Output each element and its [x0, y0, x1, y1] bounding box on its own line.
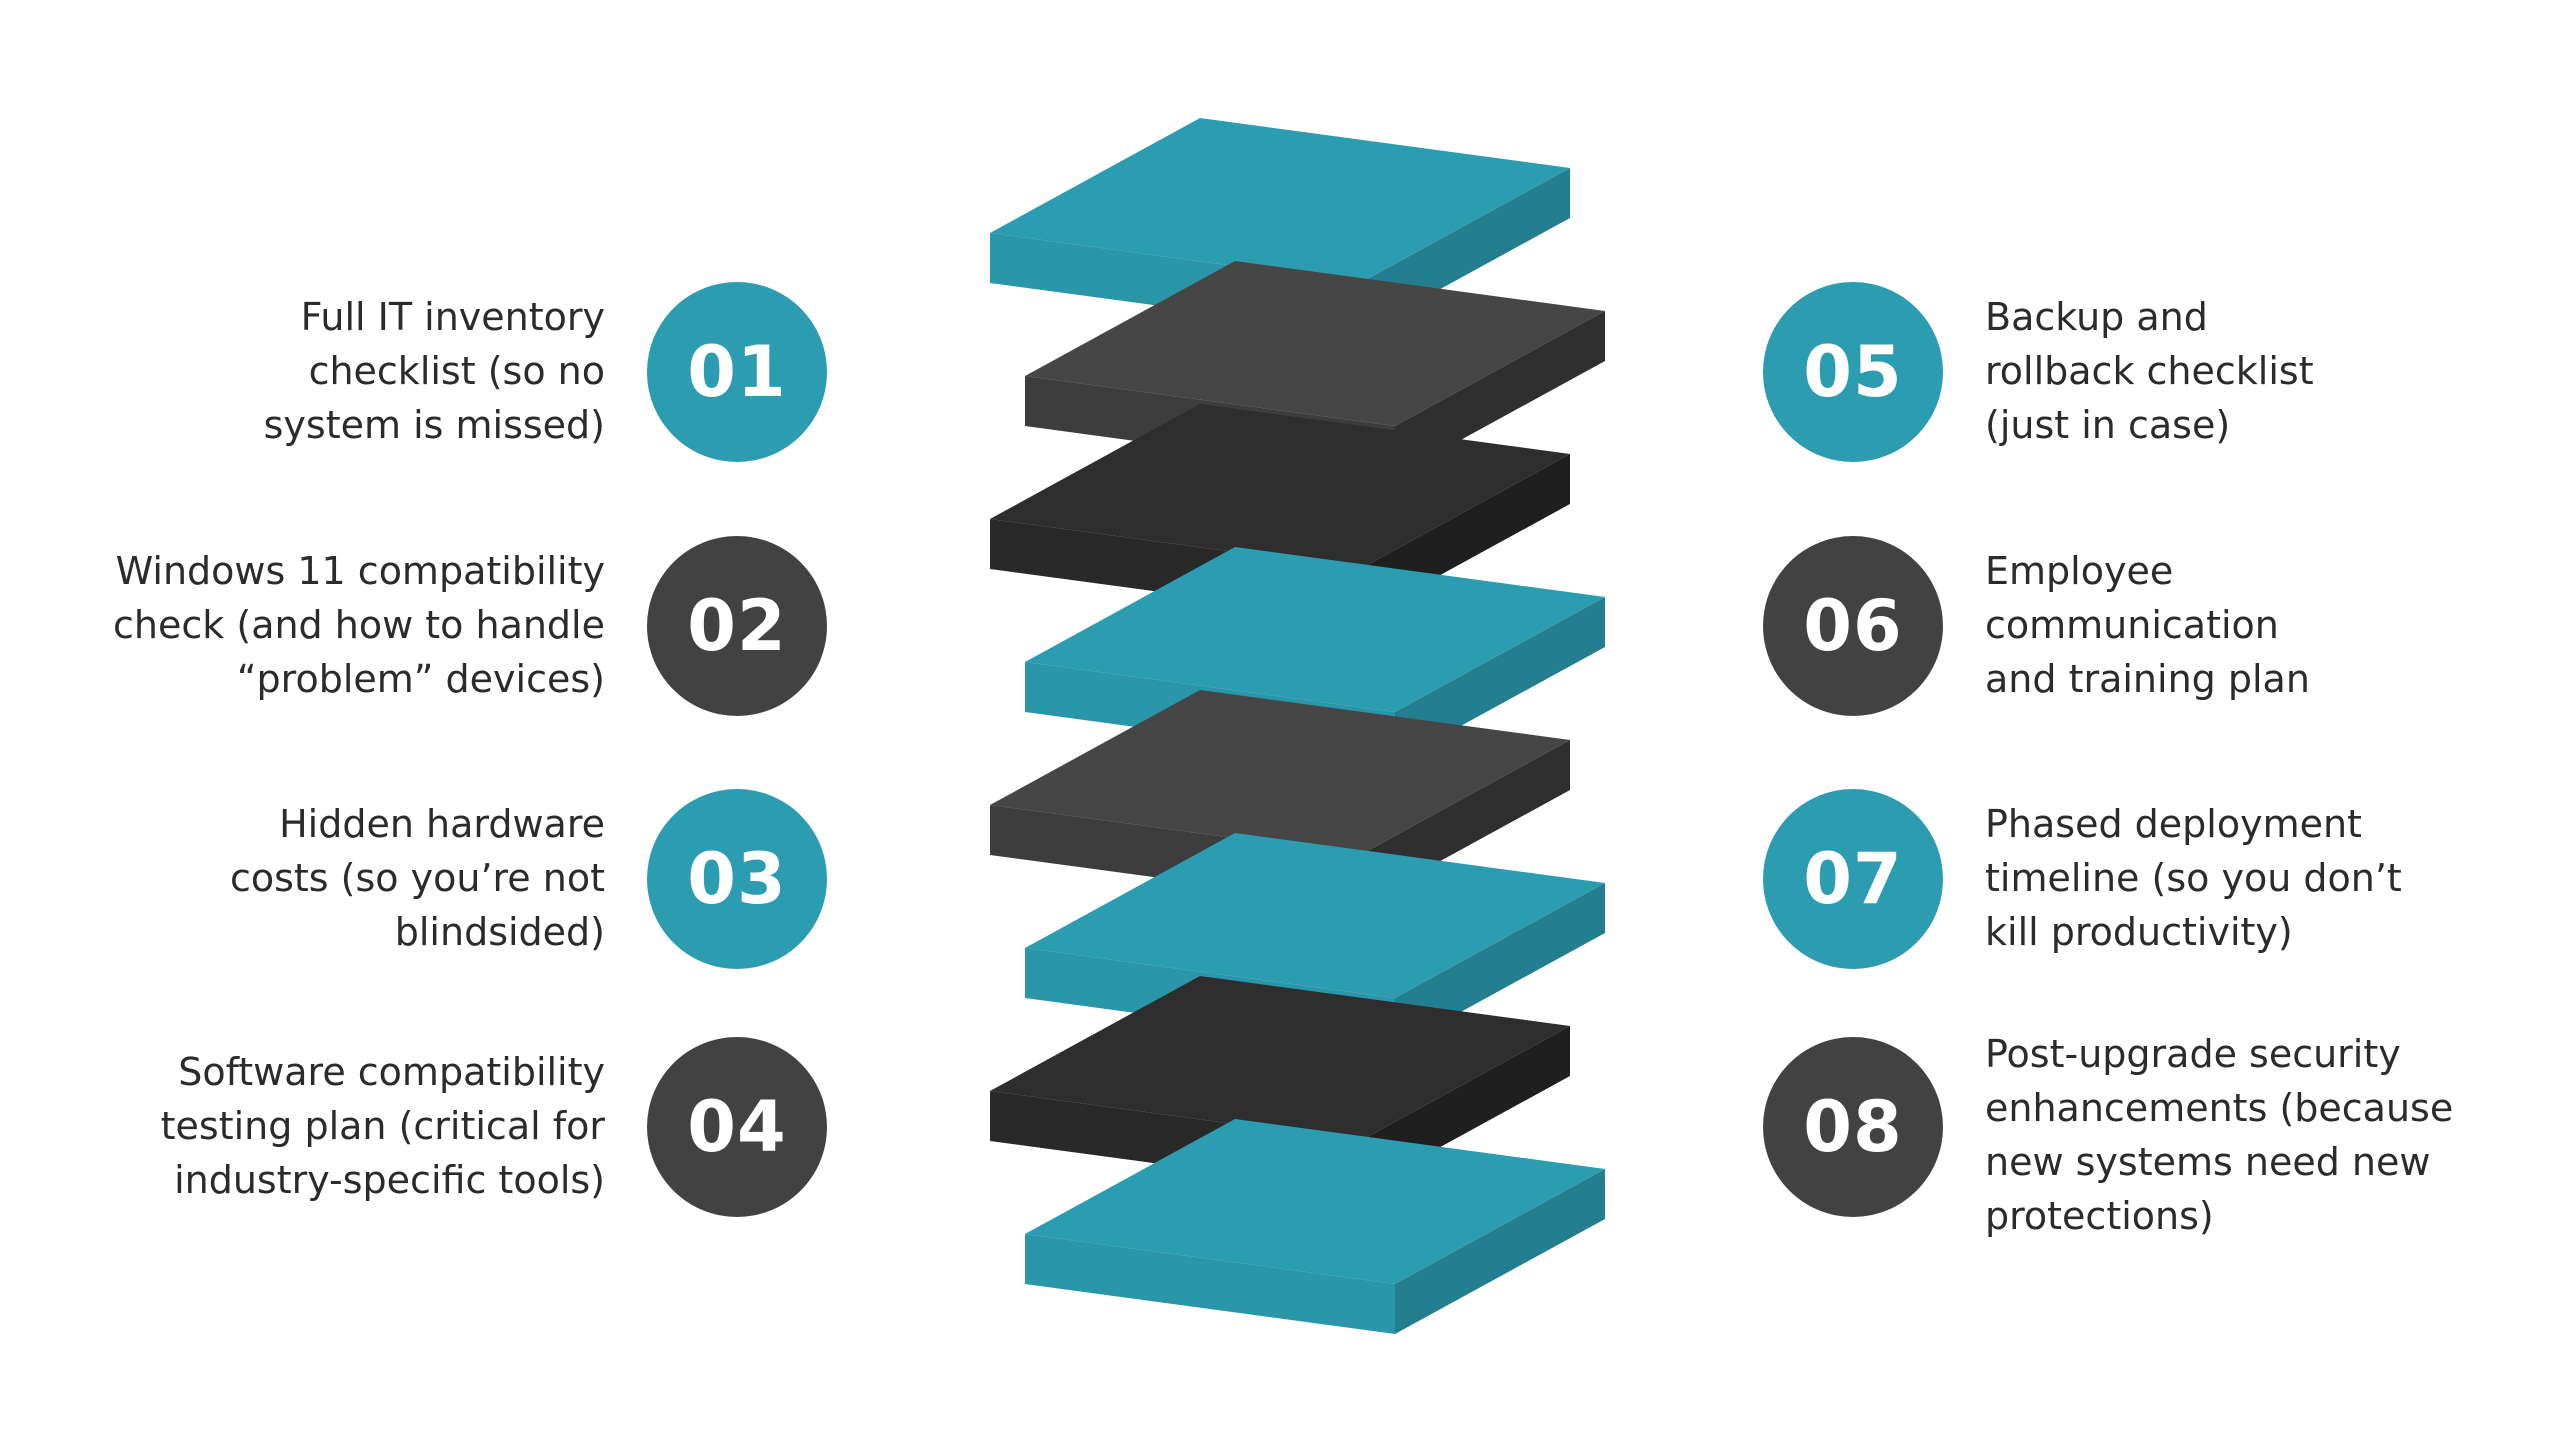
number-badge-08: 08: [1763, 1037, 1943, 1217]
stack-layer-8: [1025, 1119, 1605, 1334]
checklist-item-01-text: Full IT inventory checklist (so no syste…: [263, 295, 605, 447]
number-badge-04: 04: [647, 1037, 827, 1217]
number-badge-03: 03: [647, 789, 827, 969]
stack-layer-6: [1025, 833, 1605, 1048]
number-badge-02: 02: [647, 536, 827, 716]
checklist-item-03: Hidden hardware costs (so you’re not bli…: [0, 789, 827, 979]
number-badge-01: 01: [647, 282, 827, 462]
checklist-item-03-text: Hidden hardware costs (so you’re not bli…: [229, 802, 605, 954]
checklist-item-06: 06 Employee communication and training p…: [1763, 536, 2523, 726]
checklist-item-04-text: Software compatibility testing plan (cri…: [160, 1050, 605, 1202]
checklist-item-08-text: Post-upgrade security enhancements (beca…: [1985, 1032, 2454, 1238]
checklist-item-05-text: Backup and rollback checklist (just in c…: [1985, 295, 2314, 447]
number-badge-05: 05: [1763, 282, 1943, 462]
checklist-item-06-text: Employee communication and training plan: [1985, 549, 2310, 701]
checklist-item-04: Software compatibility testing plan (cri…: [0, 1037, 827, 1227]
checklist-item-02-text: Windows 11 compatibility check (and how …: [113, 549, 605, 701]
number-badge-07: 07: [1763, 789, 1943, 969]
checklist-item-07-text: Phased deployment timeline (so you don’t…: [1985, 802, 2402, 954]
checklist-item-05: 05 Backup and rollback checklist (just i…: [1763, 282, 2523, 472]
checklist-item-07: 07 Phased deployment timeline (so you do…: [1763, 789, 2523, 979]
checklist-item-02: Windows 11 compatibility check (and how …: [0, 536, 827, 726]
number-badge-06: 06: [1763, 536, 1943, 716]
checklist-item-01: Full IT inventory checklist (so no syste…: [0, 282, 827, 472]
checklist-item-08: 08 Post-upgrade security enhancements (b…: [1763, 1032, 2523, 1238]
